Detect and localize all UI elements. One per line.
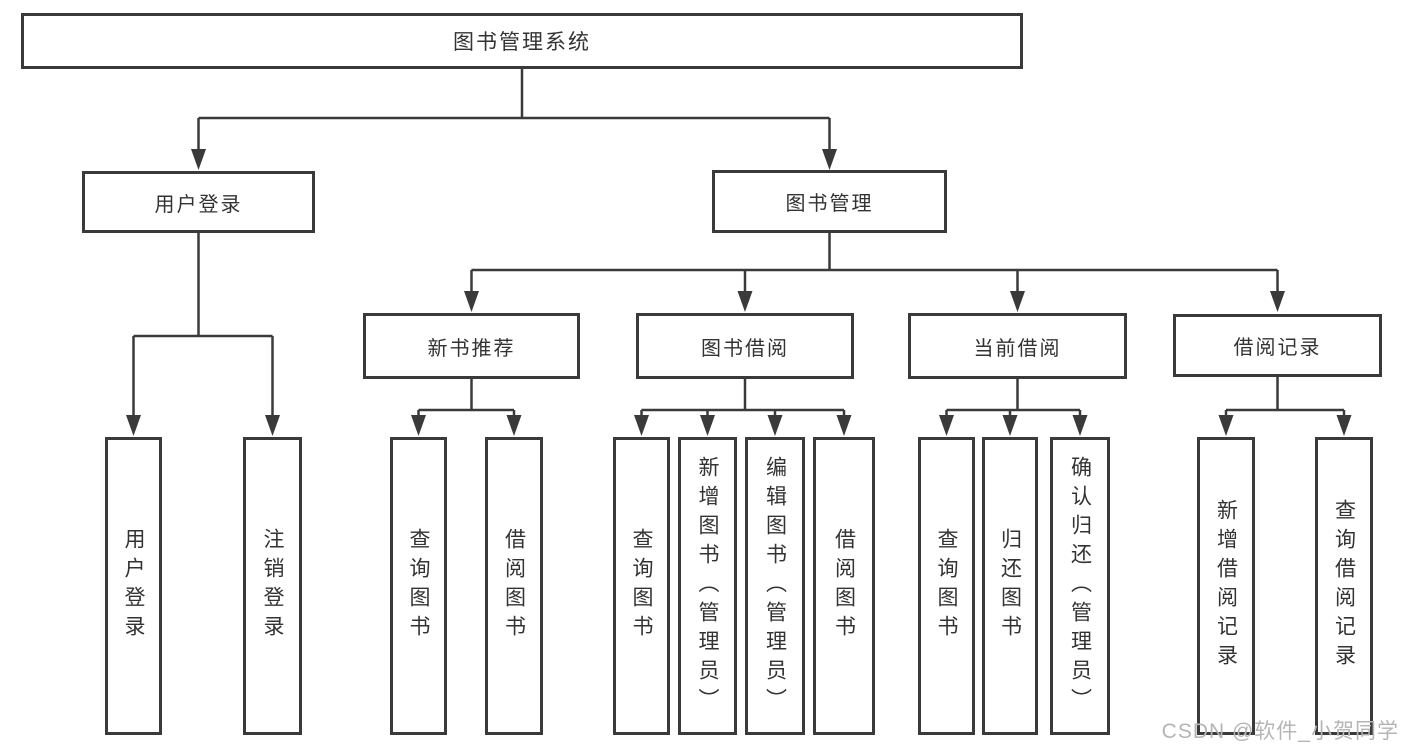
node-label: 确认归还（管理员） <box>1068 455 1092 717</box>
node-label: 新增借阅记录 <box>1214 499 1238 673</box>
node-label: 查询图书 <box>935 528 958 644</box>
node-label: 借阅图书 <box>502 528 526 644</box>
leaf-query-books-borrow: 查询图书 <box>613 437 670 735</box>
node-label: 查询图书 <box>630 528 653 644</box>
leaf-query-borrow-record: 查询借阅记录 <box>1315 437 1373 735</box>
leaf-query-books-current: 查询图书 <box>918 437 975 735</box>
node-label: 注销登录 <box>261 528 284 644</box>
node-label: 归还图书 <box>998 528 1022 644</box>
node-book-borrow: 图书借阅 <box>636 313 854 379</box>
node-label: 编辑图书（管理员） <box>763 455 787 717</box>
node-user-login: 用户登录 <box>82 171 315 233</box>
leaf-return-books: 归还图书 <box>982 437 1038 735</box>
node-label: 新书推荐 <box>427 337 516 360</box>
node-new-book-recommend: 新书推荐 <box>363 313 580 379</box>
node-label: 用户登录 <box>154 193 243 216</box>
node-book-management: 图书管理 <box>712 170 947 233</box>
csdn-watermark: CSDN @软件_小贺同学 <box>1161 720 1399 743</box>
node-label: 查询图书 <box>407 528 430 644</box>
leaf-confirm-return-admin: 确认归还（管理员） <box>1050 437 1110 735</box>
leaf-borrow-books-recommend: 借阅图书 <box>485 437 543 735</box>
node-current-borrow: 当前借阅 <box>908 313 1127 379</box>
node-library-system: 图书管理系统 <box>21 13 1023 69</box>
node-label: 借阅图书 <box>832 528 856 644</box>
node-label: 当前借阅 <box>973 337 1062 360</box>
node-label: 图书管理 <box>785 193 874 215</box>
node-label: 用户登录 <box>122 528 145 644</box>
node-label: 查询借阅记录 <box>1332 499 1356 673</box>
leaf-edit-books-admin: 编辑图书（管理员） <box>745 437 805 735</box>
node-borrow-records: 借阅记录 <box>1173 314 1382 377</box>
node-label: 图书管理系统 <box>453 31 591 54</box>
node-label: 图书借阅 <box>701 337 789 360</box>
leaf-borrow-books: 借阅图书 <box>813 437 875 735</box>
leaf-add-books-admin: 新增图书（管理员） <box>678 437 737 735</box>
leaf-add-borrow-record: 新增借阅记录 <box>1197 437 1255 735</box>
leaf-logout: 注销登录 <box>243 437 302 735</box>
node-label: 新增图书（管理员） <box>696 455 719 717</box>
leaf-query-books-recommend: 查询图书 <box>390 437 447 735</box>
arrowheads <box>126 149 1352 436</box>
leaf-user-login: 用户登录 <box>105 437 162 735</box>
node-label: 借阅记录 <box>1233 337 1322 359</box>
